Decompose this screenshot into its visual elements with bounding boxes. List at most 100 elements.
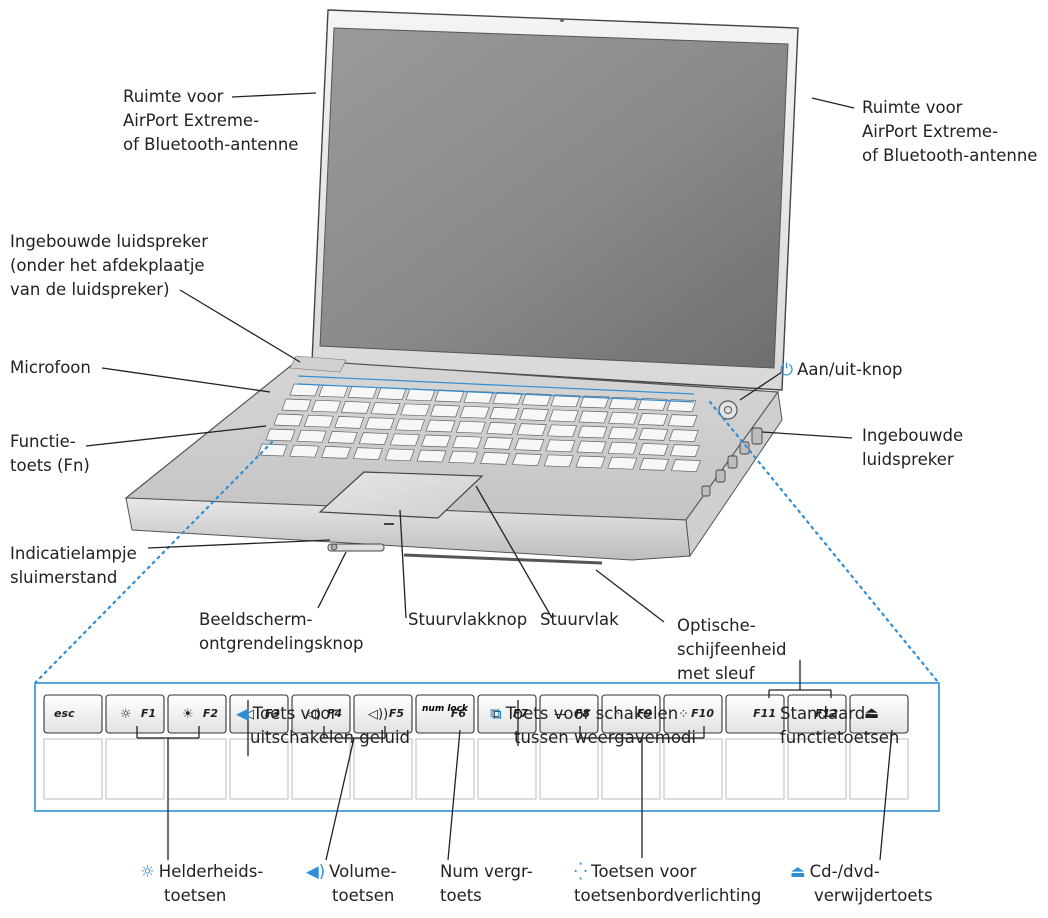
keyboard-key [257, 443, 288, 457]
trackpad[interactable] [318, 471, 484, 519]
key-cap[interactable] [105, 694, 165, 734]
lower-key-outline [353, 738, 413, 800]
key-label: F7 [513, 707, 529, 720]
keyboard-key [321, 446, 352, 459]
label-brightness-keys: ☼Helderheids- toetsen [140, 862, 264, 905]
key-label: F1 [141, 707, 156, 720]
key-f5[interactable]: ◁))F5 [353, 694, 413, 800]
key-cap[interactable] [849, 694, 909, 734]
keyboard-key [486, 422, 517, 435]
kbd-light-up-icon: ⁘ [678, 707, 689, 722]
keyboard-key [578, 410, 609, 424]
volume-icon: ◀) [306, 862, 326, 881]
lower-key-outline [415, 738, 475, 800]
keyboard-key [489, 407, 520, 420]
key-cap[interactable] [601, 694, 661, 734]
keyboard-key [607, 441, 638, 455]
key-cap[interactable] [725, 694, 785, 734]
keyboard-key [521, 393, 552, 406]
label-numlock-key: Num vergr- toets [440, 862, 533, 905]
key-cap[interactable] [477, 694, 537, 734]
speaker-icon: ◀ [236, 704, 249, 723]
key-cap[interactable] [539, 694, 599, 734]
key-cap[interactable] [415, 694, 475, 734]
keyboard-key [608, 411, 639, 425]
label-standard-fkeys: Standaard- functietoetsen [780, 704, 900, 747]
label-sleep-indicator: Indicatielampje sluimerstand [10, 544, 137, 587]
display-mode-icon: ⧉ [490, 704, 502, 723]
keyboard-key [376, 387, 407, 400]
key-label: F8 [575, 707, 591, 720]
power-icon: ⏻ [780, 360, 794, 379]
key-label: F5 [389, 707, 405, 720]
keyboard-key [637, 398, 668, 411]
key-esc[interactable]: esc [43, 694, 103, 800]
key-label: F4 [327, 707, 342, 720]
key-f2[interactable]: ☀F2 [167, 694, 227, 800]
key-f1[interactable]: ☼ F1 [105, 694, 165, 800]
optical-drive-slot [403, 553, 603, 565]
key-label: F9 [637, 707, 653, 720]
key-f10[interactable]: ⁘F10 [663, 694, 723, 800]
brightness-up-icon: ☀ [182, 707, 194, 722]
key-label: F3 [265, 707, 281, 720]
key-label: F6 [451, 707, 467, 720]
keyboard-key [576, 440, 607, 454]
key-f12[interactable]: F12 [787, 694, 847, 800]
display-release-button[interactable] [327, 543, 385, 552]
brightness-down-icon: ☼ [120, 707, 132, 722]
lower-key-outline [601, 738, 661, 800]
keyboard-key [669, 444, 700, 457]
key-cap[interactable] [663, 694, 723, 734]
keyboard-key [370, 402, 401, 415]
keyboard-key [577, 425, 608, 439]
key-f7[interactable]: ⧉ F7 [477, 694, 537, 800]
key-cap[interactable] [167, 694, 227, 734]
keyboard-light-icon: ⁛ [574, 862, 588, 881]
lower-key-outline [229, 738, 289, 800]
keyboard-key [548, 409, 579, 423]
key-f4[interactable]: ◁)F4 [291, 694, 351, 800]
label-microphone: Microfoon [10, 358, 91, 377]
trackpad-area [318, 471, 484, 525]
keyboard-key [514, 438, 545, 451]
keyboard-key [296, 429, 327, 443]
label-power: ⏻Aan/uit-knop [780, 360, 903, 379]
key-f8[interactable]: — F8 [539, 694, 599, 800]
eject-icon: ⏏ [790, 862, 806, 881]
keyboard-key [364, 417, 395, 430]
label-eject-key: ⏏Cd-/dvd- verwijdertoets [790, 862, 933, 905]
keyboard-key [421, 434, 451, 448]
keyboard-key [303, 414, 334, 428]
label-antenna-right: Ruimte voor AirPort Extreme- of Bluetoot… [862, 98, 1038, 165]
key-cap[interactable] [43, 694, 103, 734]
label-mute-key: ◀Toets voor uitschakelen geluid [236, 704, 411, 747]
key-cap[interactable] [353, 694, 413, 734]
keyboard [257, 383, 701, 472]
keyboard-key [352, 447, 383, 460]
key-cap[interactable] [787, 694, 847, 734]
keyboard-key [273, 413, 304, 427]
lower-key-outline [849, 738, 909, 800]
keyboard-key [668, 429, 699, 442]
sleep-indicator-light [330, 543, 338, 551]
keyboard-key [265, 428, 296, 442]
key-f3[interactable]: ◁F3 [229, 694, 289, 800]
key-f9[interactable]: ⁖F9 [601, 694, 661, 800]
key-cap[interactable] [291, 694, 351, 734]
keyboard-key [575, 455, 606, 469]
keyboard-key [543, 454, 574, 468]
key-f11[interactable]: F11 [725, 694, 785, 800]
keyboard-key [545, 439, 576, 453]
kbd-light-toggle-icon: — [554, 707, 567, 722]
power-button[interactable] [718, 400, 738, 420]
label-fn-key: Functie- toets (Fn) [10, 432, 90, 475]
keyboard-key [448, 450, 479, 464]
keyboard-key [483, 437, 514, 450]
key-cap[interactable] [229, 694, 289, 734]
label-display-mode-key: ⧉Toets voor schakelen tussen weergavemod… [490, 704, 696, 747]
lower-key-outline [105, 738, 165, 800]
key-eject[interactable]: ⏏ [849, 694, 909, 800]
